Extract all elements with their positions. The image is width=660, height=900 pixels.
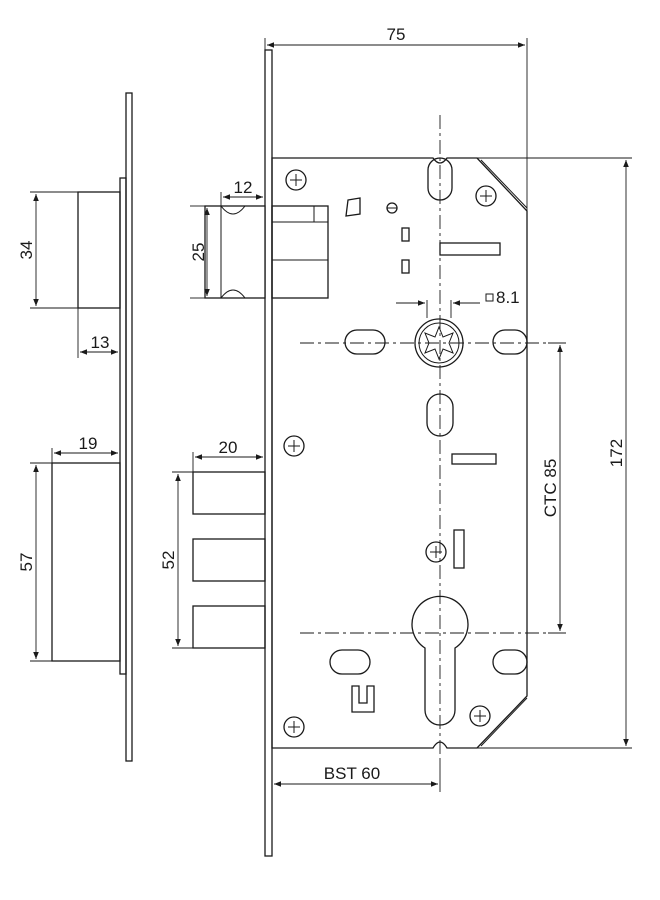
euro-cylinder-icon: [411, 595, 469, 726]
spindle-square-label: 8.1: [496, 288, 520, 307]
latch-height-label: 57: [17, 553, 36, 572]
bolt-projection-label: 13: [91, 333, 110, 352]
side-bolt: [77, 191, 121, 309]
slot-d: [451, 453, 497, 465]
front-dimensions: 75 12 25 20 52 8.1 CTC 85: [159, 25, 632, 792]
body-height-label: 172: [607, 439, 626, 467]
side-body-edge: [119, 177, 127, 675]
lever-piece: [345, 197, 361, 217]
center-to-center-label: CTC 85: [541, 459, 560, 518]
hook-piece: [351, 685, 375, 713]
deadbolt-height-label: 52: [159, 551, 178, 570]
deadbolt-block-1: [192, 471, 266, 515]
small-bolt-height-label: 25: [189, 243, 208, 262]
side-view: [51, 92, 133, 762]
slot-b: [401, 259, 410, 274]
faceplate-width-label: 75: [387, 25, 406, 44]
small-bolt-width-label: 12: [234, 178, 253, 197]
backset-label: BST 60: [324, 764, 380, 783]
latch-tail: [271, 205, 329, 299]
oval-left: [344, 329, 386, 355]
slot-c: [439, 242, 501, 256]
latch-bolt: [204, 205, 266, 299]
oval-low-right: [492, 649, 528, 675]
deadbolt-block-2: [192, 538, 266, 582]
lock-case: [271, 157, 528, 749]
front-faceplate: [264, 49, 273, 857]
deadbolt-projection-label: 20: [219, 438, 238, 457]
slot-e: [453, 529, 465, 569]
square-symbol-icon: [485, 293, 494, 302]
oval-low-left: [329, 649, 371, 675]
deadbolt-block-3: [192, 605, 266, 649]
side-faceplate: [125, 92, 133, 762]
latch-projection-label: 19: [79, 434, 98, 453]
front-view: [192, 49, 548, 857]
side-latch: [51, 462, 121, 662]
oval-right: [492, 329, 528, 355]
bolt-height-label: 34: [17, 241, 36, 260]
slot-a: [401, 227, 410, 242]
side-dimensions: 34 13 19 57: [17, 191, 121, 662]
